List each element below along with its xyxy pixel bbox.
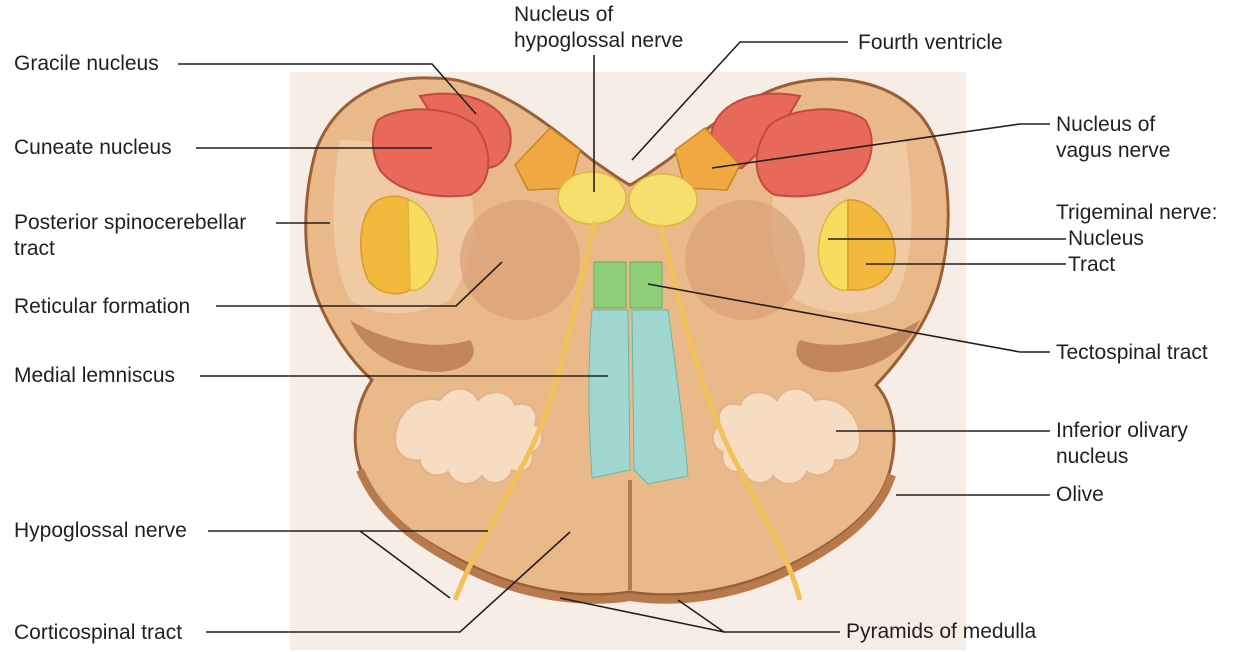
label-tectospinal-tract: Tectospinal tract bbox=[1056, 341, 1208, 364]
leader-lines bbox=[178, 41, 1066, 633]
medial-lemniscus-right bbox=[631, 309, 689, 485]
leader-pyramids-2 bbox=[677, 599, 725, 633]
leader-reticular bbox=[216, 261, 503, 307]
label-reticular-formation: Reticular formation bbox=[14, 295, 191, 318]
label-trigeminal-nucleus: Nucleus bbox=[1068, 227, 1144, 250]
label-posterior-spinocerebellar-line2: tract bbox=[14, 237, 55, 260]
label-fourth-ventricle: Fourth ventricle bbox=[858, 31, 1003, 54]
leader-vagus bbox=[711, 123, 1050, 169]
label-olive: Olive bbox=[1056, 483, 1104, 506]
label-inferior-olivary-line1: Inferior olivary bbox=[1056, 419, 1188, 442]
label-gracile-nucleus: Gracile nucleus bbox=[14, 52, 159, 75]
leader-corticospinal bbox=[206, 531, 571, 633]
label-cuneate-nucleus: Cuneate nucleus bbox=[14, 136, 172, 159]
label-trigeminal-nerve: Trigeminal nerve: bbox=[1056, 201, 1218, 224]
label-posterior-spinocerebellar-line1: Posterior spinocerebellar bbox=[14, 211, 247, 234]
reticular-formation-right bbox=[685, 200, 805, 320]
label-hypoglossal-nerve: Hypoglossal nerve bbox=[14, 519, 187, 542]
hypoglossal-nerve-left bbox=[452, 221, 598, 601]
vagus-nucleus-left bbox=[514, 127, 581, 191]
right-dark-band bbox=[796, 320, 920, 372]
label-corticospinal-tract: Corticospinal tract bbox=[14, 621, 183, 644]
label-trigeminal-tract: Tract bbox=[1068, 253, 1116, 276]
trigeminal-tract-right bbox=[847, 199, 896, 291]
vagus-nucleus-right bbox=[674, 127, 741, 191]
trigeminal-nucleus-right bbox=[817, 199, 849, 292]
label-nucleus-hypoglossal-line1: Nucleus of bbox=[514, 3, 614, 26]
trigeminal-tract-left bbox=[359, 195, 411, 295]
label-nucleus-vagus-line2: vagus nerve bbox=[1056, 139, 1171, 162]
label-pyramids-of-medulla: Pyramids of medulla bbox=[846, 620, 1037, 643]
label-nucleus-hypoglossal-line2: hypoglossal nerve bbox=[514, 29, 684, 52]
inferior-olivary-nucleus-right bbox=[711, 387, 862, 485]
left-dark-band bbox=[350, 320, 474, 372]
olive-shadow bbox=[356, 468, 896, 604]
leader-gracile bbox=[178, 63, 477, 115]
cuneate-nucleus-left bbox=[372, 108, 490, 198]
label-inferior-olivary-line2: nucleus bbox=[1056, 445, 1129, 468]
leader-fourth-ventricle bbox=[631, 41, 848, 161]
tectospinal-tract-left bbox=[593, 261, 627, 309]
label-medial-lemniscus: Medial lemniscus bbox=[14, 364, 176, 387]
reticular-formation-left bbox=[460, 200, 580, 320]
trigeminal-nucleus-left bbox=[407, 199, 439, 292]
leader-tectospinal bbox=[647, 283, 1050, 353]
hypoglossal-nucleus-left bbox=[557, 171, 627, 225]
hypoglossal-nucleus-right bbox=[628, 173, 698, 227]
label-nucleus-vagus-line1: Nucleus of bbox=[1056, 113, 1156, 136]
hypoglossal-nerve-right bbox=[657, 223, 803, 601]
medial-lemniscus-left bbox=[588, 309, 631, 479]
